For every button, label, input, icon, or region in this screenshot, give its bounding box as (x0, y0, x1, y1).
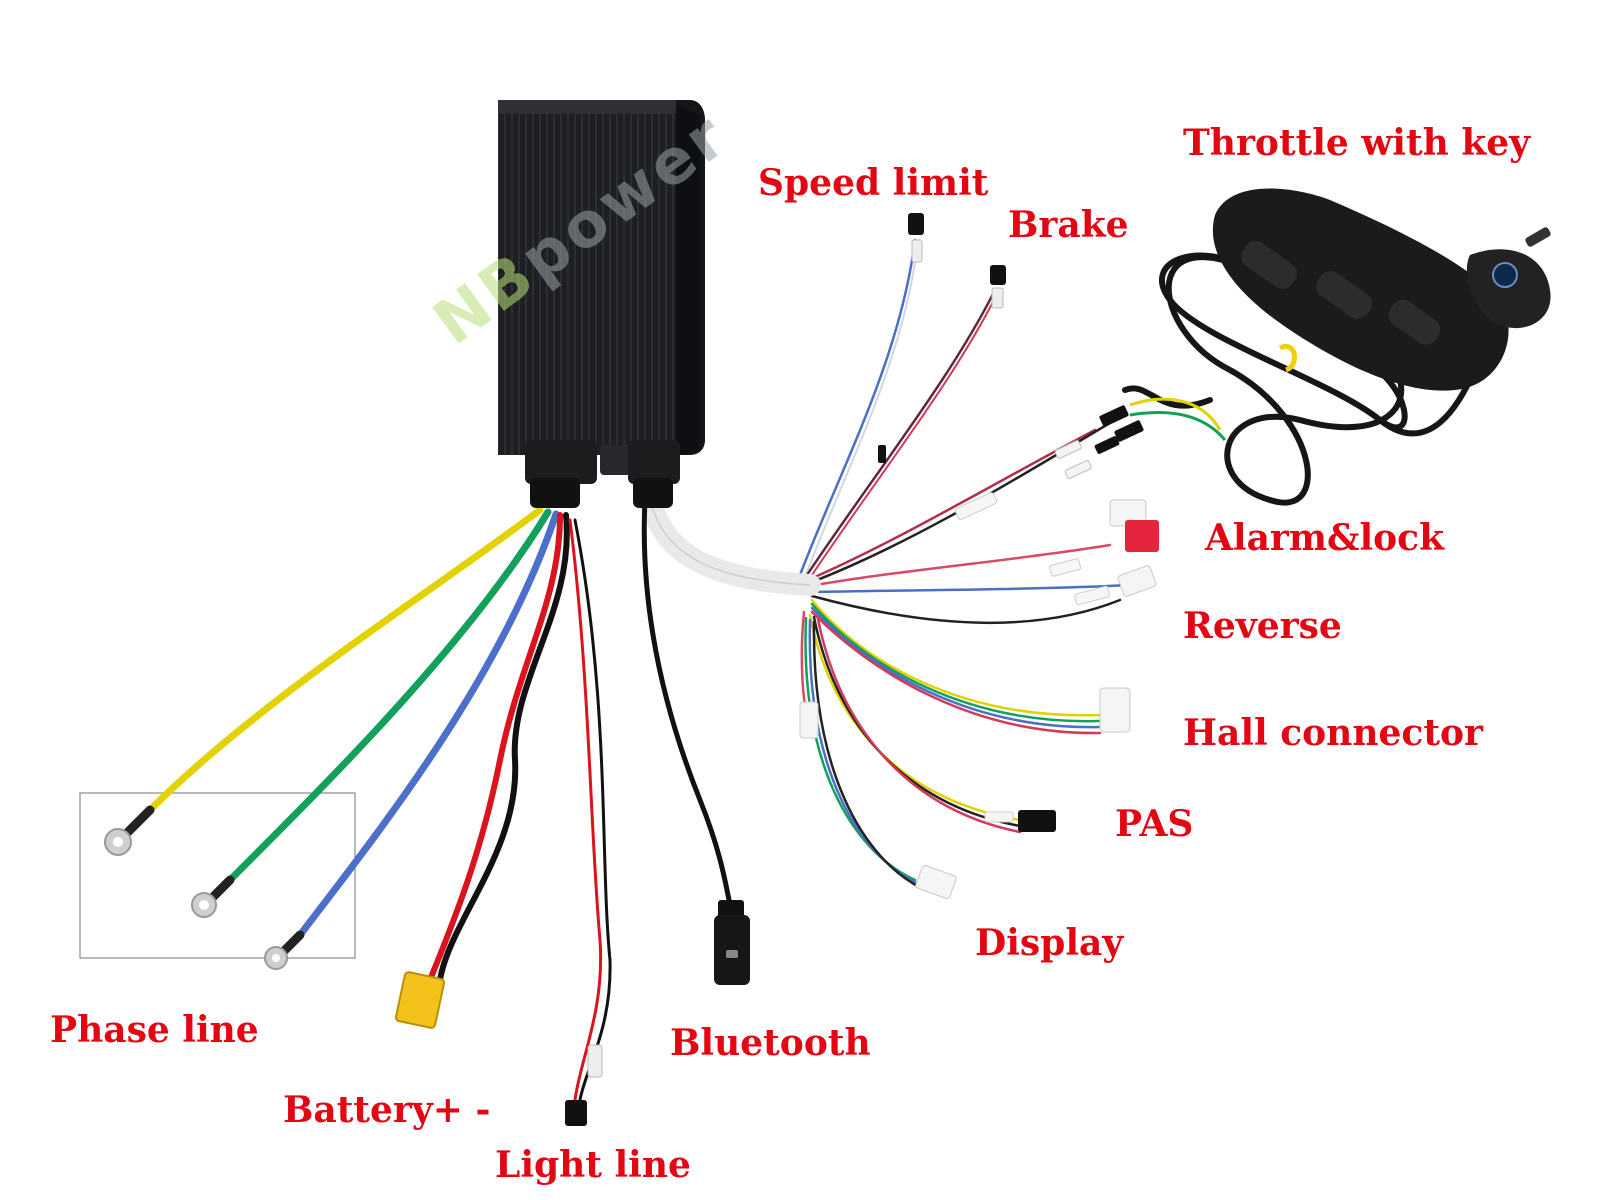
label-reverse: Reverse (1183, 605, 1342, 647)
pas-connector-plug (1018, 810, 1056, 832)
label-throttle-with-key: Throttle with key (1183, 122, 1531, 164)
label-alarm-lock: Alarm&lock (1205, 517, 1445, 559)
label-light-line: Light line (495, 1144, 691, 1186)
controller-box (498, 100, 705, 508)
light-wires (568, 518, 612, 1102)
label-bluetooth: Bluetooth (670, 1022, 871, 1064)
bluetooth-connector (714, 900, 750, 985)
label-battery: Battery+ - (283, 1089, 491, 1131)
light-connector (565, 1100, 587, 1126)
phase-line-box (79, 792, 356, 959)
phase-wires (146, 506, 560, 939)
label-phase-line: Phase line (50, 1009, 259, 1051)
hall-connector-plug (1099, 687, 1131, 733)
battery-wires (427, 512, 570, 983)
speed-limit-connector (878, 213, 924, 463)
alarm-lock-connectors (1054, 397, 1227, 479)
battery-xt-connector (394, 971, 446, 1029)
reverse-connectors (1109, 499, 1159, 597)
label-speed-limit: Speed limit (758, 162, 989, 204)
display-connector-plug (915, 864, 957, 900)
throttle-grip (1212, 188, 1551, 391)
label-brake: Brake (1008, 204, 1129, 246)
label-pas: PAS (1115, 803, 1194, 845)
brake-connector (990, 265, 1006, 309)
harness-wires (798, 238, 1132, 892)
label-display: Display (975, 922, 1124, 964)
bluetooth-cable (641, 497, 733, 908)
label-hall-connector: Hall connector (1183, 712, 1483, 754)
phase-terminals (104, 805, 305, 970)
